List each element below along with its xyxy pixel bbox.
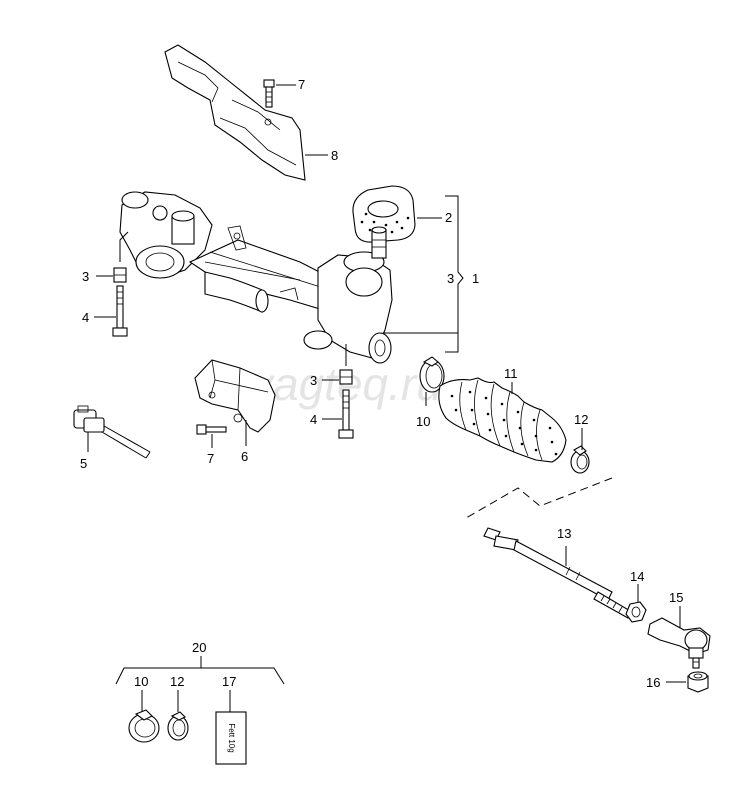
callout-4-left: 4 xyxy=(82,310,89,325)
callout-2: 2 xyxy=(445,210,452,225)
boot-part-11 xyxy=(438,377,567,463)
kit-bracket-20 xyxy=(115,667,285,685)
cover-part-6 xyxy=(194,359,276,433)
callout-20: 20 xyxy=(192,640,206,655)
sensor-part-5 xyxy=(73,405,151,459)
mount-part-2 xyxy=(352,185,416,243)
callout-4-center: 4 xyxy=(310,412,317,427)
callout-12-kit: 12 xyxy=(170,674,184,689)
steering-rack-part-1 xyxy=(119,191,393,364)
callout-10-kit: 10 xyxy=(134,674,148,689)
washer-part-3-center xyxy=(339,369,353,385)
callout-14: 14 xyxy=(630,569,644,584)
callout-15: 15 xyxy=(669,590,683,605)
callout-6: 6 xyxy=(241,449,248,464)
heat-shield-part-8 xyxy=(164,44,306,181)
washer-part-3-left xyxy=(113,267,127,283)
clamp-part-10-kit xyxy=(128,709,160,743)
callout-3-center: 3 xyxy=(310,373,317,388)
callout-16: 16 xyxy=(646,675,660,690)
bolt-part-4-center xyxy=(338,389,354,439)
clamp-part-12 xyxy=(570,445,590,474)
bolt-part-7-lower xyxy=(196,424,227,435)
group-bracket xyxy=(445,195,464,353)
grease-packet-label: Fett 10g xyxy=(227,723,236,752)
tie-rod-part-13 xyxy=(483,527,633,619)
clamp-part-12-kit xyxy=(167,711,189,741)
assembly-indicator-dashed xyxy=(465,477,613,519)
nut-part-16 xyxy=(687,671,709,693)
callout-11: 11 xyxy=(504,366,518,381)
callout-5: 5 xyxy=(80,456,87,471)
nut-part-14 xyxy=(625,601,647,623)
bolt-part-7-top xyxy=(263,79,275,108)
callout-12: 12 xyxy=(574,412,588,427)
callout-3-group: 3 xyxy=(447,271,454,286)
callout-1: 1 xyxy=(472,271,479,286)
callout-7-lower: 7 xyxy=(207,451,214,466)
callout-17: 17 xyxy=(222,674,236,689)
callout-7-top: 7 xyxy=(298,77,305,92)
callout-10: 10 xyxy=(416,414,430,429)
callout-8: 8 xyxy=(331,148,338,163)
tie-rod-end-part-15 xyxy=(647,617,711,669)
grease-packet-part-17: Fett 10g xyxy=(215,711,247,765)
bolt-part-4-left xyxy=(112,285,128,337)
clamp-part-10 xyxy=(419,356,445,393)
callout-3-left: 3 xyxy=(82,269,89,284)
leader-3-left-mount xyxy=(119,231,129,262)
callout-13: 13 xyxy=(557,526,571,541)
